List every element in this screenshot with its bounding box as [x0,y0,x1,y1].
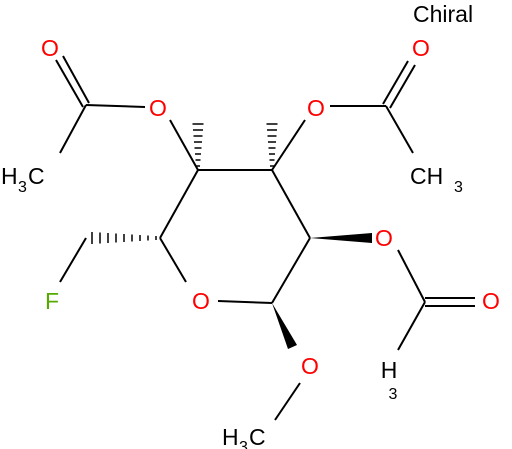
bonds [55,55,475,421]
svg-text:H: H [1,163,18,189]
hash-c3-o2ester [266,123,278,167]
svg-text:C: C [249,424,266,449]
bond-c2-ch3 [385,105,414,154]
bond-o3ester-c [397,249,426,303]
svg-text:3: 3 [239,439,248,449]
bond-oring-c5 [159,237,187,283]
atom-o-acetyl-2-carbonyl: O [412,35,430,61]
atom-o-acetyl-2-ester: O [307,95,325,121]
bond-c5-c4 [159,169,199,239]
bond-c1-ch3 [59,104,87,154]
bond-c1-o1-double-b [62,55,90,104]
bond-c3-c2 [271,169,311,239]
svg-text:H: H [381,357,398,383]
atom-o-methoxy: O [301,353,319,379]
bond-ch2-f [59,237,87,283]
wedge-c1-omethoxy [272,303,297,349]
svg-text:3: 3 [389,386,398,403]
wedge-c2-o3ester [310,233,372,243]
bond-c2-o2-double-a [382,60,409,105]
methyl-acetyl-3: H 3 [381,357,398,403]
atom-o-ring: O [192,288,210,314]
svg-text:3: 3 [454,179,463,196]
methyl-acetyl-2: CH 3 [410,163,463,196]
hash-c4-o1ester [192,123,204,167]
atom-fluorine: F [45,288,59,314]
bond-o2ester-c3 [271,119,306,171]
bond-c1-o1ester [85,104,146,108]
wedge-bonds [272,233,372,349]
bond-c3-ch3 [397,301,426,351]
hash-c5-ch2 [91,232,157,244]
methyl-labels: H 3 C CH 3 H 3 H 3 C [1,163,463,449]
atom-labels: O O O O O O O O F [41,35,500,379]
methyl-methoxy: H 3 C [222,424,266,449]
atom-o-acetyl-3-carbonyl: O [482,288,500,314]
bond-c2-o2-double-b [389,64,416,109]
svg-text:CH: CH [410,163,443,189]
atom-o-acetyl-1-carbonyl: O [41,35,59,61]
hashed-bonds [91,123,278,244]
chiral-label: Chiral [413,1,473,27]
bond-c1-oring [217,300,273,304]
atom-o-acetyl-1-ester: O [149,95,167,121]
atom-o-acetyl-3-ester: O [375,225,393,251]
svg-text:H: H [222,424,239,449]
bond-c2-c1 [271,237,311,304]
bond-o1ester-c4 [169,119,199,171]
bond-omethoxy-ch3 [274,382,301,421]
svg-text:C: C [28,163,45,189]
bond-c1-o1-double-a [55,59,84,108]
svg-text:3: 3 [18,179,27,196]
methyl-acetyl-1: H 3 C [1,163,45,196]
